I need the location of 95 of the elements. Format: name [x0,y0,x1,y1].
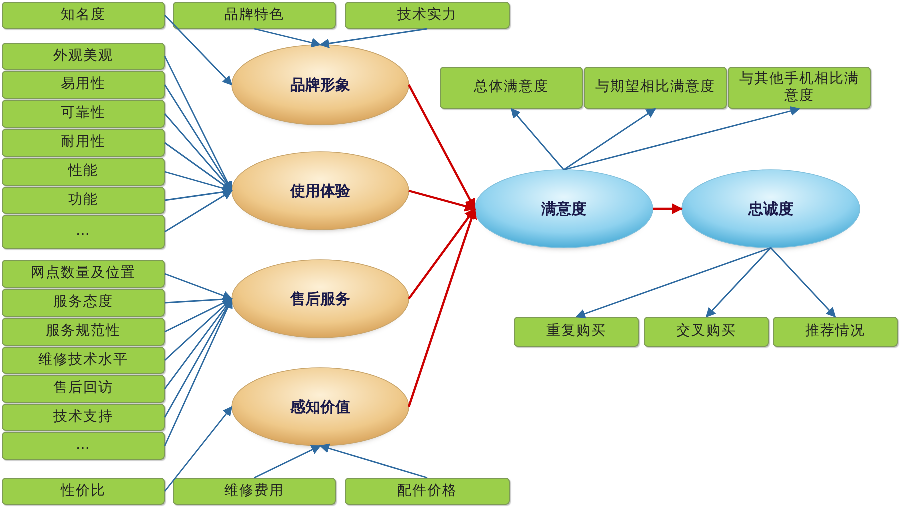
factor-label: 技术支持 [52,408,114,426]
construct-ellipse [232,368,409,446]
construct-label: 售后服务 [289,290,352,308]
factor-label: 服务规范性 [45,323,122,341]
factor-box [2,71,165,99]
factor-box [2,187,165,214]
arrow [770,248,836,318]
arrow [164,187,233,202]
factor-box [2,318,165,346]
construct-label: 感知价值 [290,398,352,416]
factor-label: 服务态度 [52,294,114,312]
arrow [164,406,233,492]
arrow [164,84,233,192]
factor-box [440,67,583,109]
arrow [164,15,233,86]
factor-box [514,317,639,347]
factor-box [345,2,510,29]
arrow [164,171,233,194]
factor-box [2,432,165,460]
factor-box [173,478,336,505]
factor-label: 性价比 [60,482,107,500]
factor-box [2,100,165,128]
factor-label: 功能 [68,192,100,210]
factor-label: 售后回访 [52,380,114,398]
construct-label: 品牌形象 [290,76,352,94]
factor-label: … [75,437,92,455]
arrow [164,56,233,192]
arrow [164,273,233,300]
factor-label: 总体满意度 [473,79,550,97]
factor-box [2,478,165,505]
arrow [164,298,233,418]
factor-box [2,158,165,186]
factor-label: 可靠性 [60,105,107,123]
factor-label: 易用性 [60,76,107,94]
factor-box [2,260,165,288]
arrow [408,84,476,210]
factor-label: 维修费用 [224,482,286,500]
factor-box [2,2,165,29]
arrow [408,190,476,212]
factor-label: 网点数量及位置 [30,265,137,283]
factor-box [2,375,165,403]
arrow [510,108,565,170]
factor-box [2,43,165,70]
arrow [164,298,233,390]
factor-label: 外观美观 [52,48,114,66]
arrow [706,248,772,318]
factor-label: 技术实力 [396,6,458,24]
construct-ellipse [682,170,860,248]
factor-label: 重复购买 [546,323,608,341]
arrow [408,208,478,408]
factor-label: 与期望相比满意度 [594,79,716,97]
factor-box [345,478,510,505]
factor-label: … [75,223,92,241]
arrow [164,142,233,192]
factor-box [2,215,165,249]
arrow [164,298,233,362]
arrow [164,190,233,233]
factor-label: 耐用性 [60,134,107,152]
factor-box [173,2,336,29]
construct-ellipse [232,260,409,338]
arrow [320,444,428,479]
factor-box [2,347,165,374]
arrow [254,445,322,479]
factor-label: 配件价格 [396,482,458,500]
factor-label: 品牌特色 [224,6,286,24]
factor-box [2,289,165,317]
arrow [164,114,233,192]
factor-box [773,317,898,347]
arrow [254,28,322,48]
factor-label: 与其他手机相比满意度 [738,70,860,106]
arrow [564,108,656,171]
construct-ellipse [232,45,409,125]
arrow [653,204,684,214]
arrow [164,294,233,304]
factor-label: 性能 [67,163,100,181]
arrow [320,28,428,49]
construct-ellipse [232,152,409,230]
arrow [576,247,772,319]
factor-label: 推荐情况 [804,323,866,341]
arrow [408,208,476,300]
arrow [564,106,800,171]
construct-label: 使用体验 [289,182,352,200]
construct-label: 忠诚度 [747,200,794,218]
factor-box [2,404,165,431]
factor-label: 交叉购买 [676,323,738,341]
construct-label: 满意度 [540,200,588,218]
arrow [164,298,233,333]
factor-box [728,67,871,109]
factor-label: 维修技术水平 [38,352,130,370]
factor-label: 知名度 [60,6,107,24]
factor-box [644,317,769,347]
construct-ellipse [475,170,653,248]
factor-box [2,129,165,157]
arrow [164,298,233,446]
factor-box [584,67,727,109]
